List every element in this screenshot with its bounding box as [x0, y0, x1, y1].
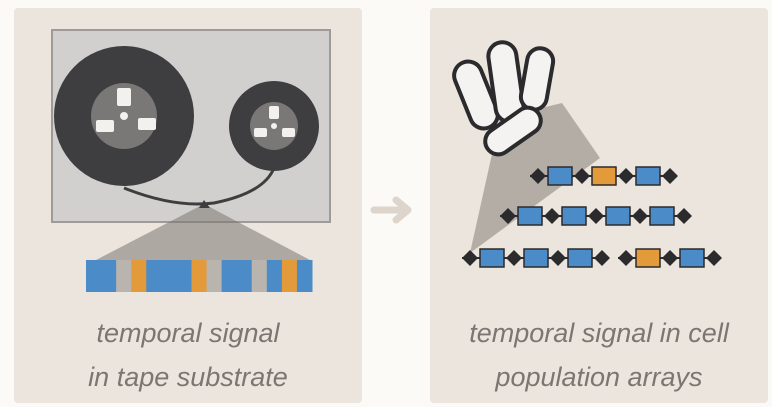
tape-segment [296, 260, 313, 292]
array-spacer-mark [676, 208, 692, 224]
tape-segment [176, 260, 192, 292]
tape-segment [86, 260, 102, 292]
tape-segment [251, 260, 268, 292]
array-spacer-mark [530, 168, 546, 184]
tape-segment [161, 260, 177, 292]
tape-segment [131, 260, 147, 292]
tape-segment [281, 260, 298, 292]
left-caption-line1: temporal signal [96, 318, 280, 348]
array-spacer-mark [618, 168, 634, 184]
array-element [547, 166, 573, 186]
tape-segment [221, 260, 238, 292]
array-spacer-mark [632, 208, 648, 224]
tape-segment [206, 260, 223, 292]
array-element [635, 248, 661, 268]
cell-cluster [452, 40, 556, 157]
array-element [523, 248, 549, 268]
tape-stripe [86, 260, 313, 292]
array-spacer-mark [574, 168, 590, 184]
array-element [591, 166, 617, 186]
array-spacer-mark [462, 250, 478, 266]
array-spacer-mark [588, 208, 604, 224]
array-spacer-mark [618, 250, 634, 266]
large-reel-center [120, 112, 128, 120]
cell-arrays [462, 166, 722, 268]
array-element [517, 206, 543, 226]
tape-segment [266, 260, 283, 292]
cell-panel: temporal signal in cell population array… [430, 8, 768, 403]
array-spacer-mark [550, 250, 566, 266]
zoom-cone [96, 204, 310, 260]
right-caption-line1: temporal signal in cell [469, 318, 729, 348]
left-caption-line2: in tape substrate [88, 362, 288, 392]
array-spacer-mark [594, 250, 610, 266]
tape-segment [236, 260, 253, 292]
tape-pointer [199, 200, 210, 208]
tape-segment [116, 260, 132, 292]
array-element [605, 206, 631, 226]
cell [483, 105, 543, 157]
array-element [561, 206, 587, 226]
tape-segment [101, 260, 117, 292]
large-reel-spoke [96, 120, 114, 132]
small-reel-spoke [269, 106, 279, 119]
small-reel-center [271, 123, 277, 129]
array-element [679, 248, 705, 268]
array-element [635, 166, 661, 186]
array-spacer-mark [662, 168, 678, 184]
arrow-icon [370, 196, 412, 224]
tape-segment [146, 260, 162, 292]
large-reel-spoke [117, 88, 131, 106]
cell [518, 46, 556, 112]
array-spacer-mark [500, 208, 516, 224]
array-spacer-mark [662, 250, 678, 266]
array-element [479, 248, 505, 268]
small-reel-spoke [254, 128, 267, 137]
tape-segment [191, 260, 208, 292]
small-reel-spoke [282, 128, 295, 137]
array-spacer-mark [544, 208, 560, 224]
cell-illustration [452, 40, 722, 268]
tape-line [123, 167, 276, 206]
array-spacer-mark [506, 250, 522, 266]
array-spacer-mark [706, 250, 722, 266]
tape-illustration [51, 29, 331, 292]
cell [452, 59, 500, 131]
tape-panel: temporal signal in tape substrate [14, 8, 362, 403]
right-caption-line2: population arrays [495, 362, 703, 392]
array-element [567, 248, 593, 268]
transition-arrow [370, 196, 412, 224]
array-element [649, 206, 675, 226]
large-reel-spoke [138, 118, 156, 130]
